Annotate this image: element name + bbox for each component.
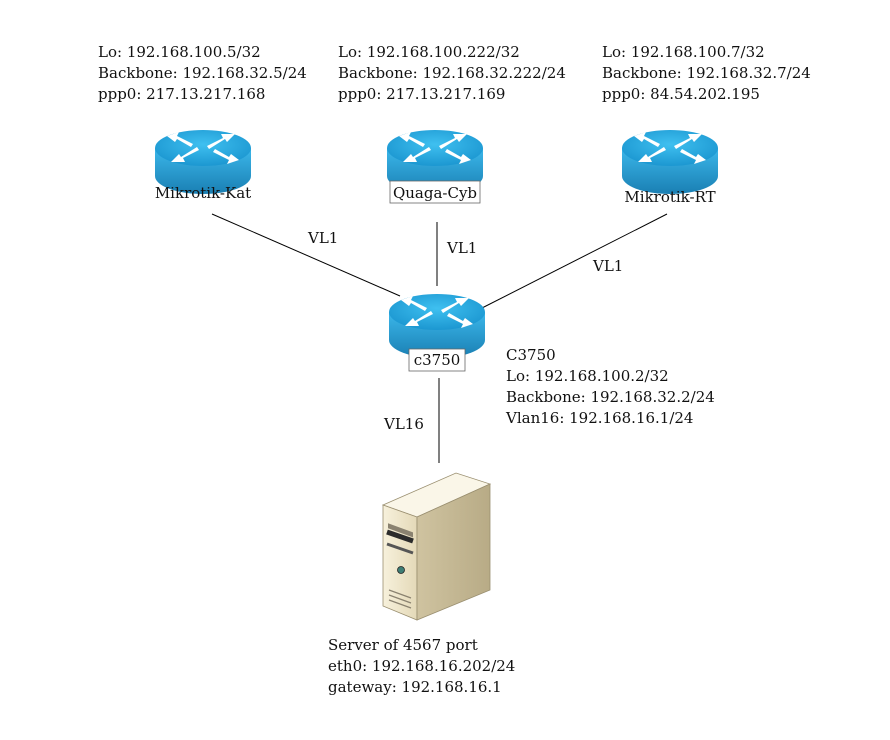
server-info: Server of 4567 port eth0: 192.168.16.202… (328, 635, 515, 698)
info-line: Lo: 192.168.100.2/32 (506, 367, 669, 385)
router-info-c3750: C3750 Lo: 192.168.100.2/32 Backbone: 192… (506, 345, 715, 429)
server-icon[interactable] (381, 472, 492, 621)
info-line: gateway: 192.168.16.1 (328, 678, 502, 696)
info-line: ppp0: 217.13.217.169 (338, 85, 506, 103)
link-label-kat: VL1 (308, 229, 339, 247)
router-mikrotik-kat[interactable]: Mikrotik-Kat (155, 130, 251, 202)
info-line: ppp0: 84.54.202.195 (602, 85, 760, 103)
info-line: Server of 4567 port (328, 636, 478, 654)
router-label: Mikrotik-Kat (155, 184, 251, 202)
info-line: Backbone: 192.168.32.2/24 (506, 388, 715, 406)
link-label-rt: VL1 (593, 257, 624, 275)
router-label: Mikrotik-RT (624, 188, 715, 206)
router-label: Quaga-Cyb (393, 184, 477, 202)
router-label: c3750 (414, 351, 461, 369)
info-line: Vlan16: 192.168.16.1/24 (506, 409, 694, 427)
info-line: Backbone: 192.168.32.222/24 (338, 64, 566, 82)
router-label-box (389, 180, 481, 204)
info-line: Backbone: 192.168.32.7/24 (602, 64, 811, 82)
router-mikrotik-rt[interactable]: Mikrotik-RT (622, 130, 718, 206)
router-label-box (408, 348, 466, 372)
link-rt-c3750 (481, 213, 668, 309)
info-line: Lo: 192.168.100.7/32 (602, 43, 765, 61)
info-line: ppp0: 217.13.217.168 (98, 85, 266, 103)
info-line: Lo: 192.168.100.5/32 (98, 43, 261, 61)
router-info-quaga-cyb: Lo: 192.168.100.222/32 Backbone: 192.168… (338, 42, 566, 105)
router-c3750[interactable]: c3750 (389, 294, 485, 372)
router-info-mikrotik-rt: Lo: 192.168.100.7/32 Backbone: 192.168.3… (602, 42, 811, 105)
link-label-server: VL16 (384, 415, 424, 433)
info-line: Backbone: 192.168.32.5/24 (98, 64, 307, 82)
link-kat-c3750 (211, 213, 401, 297)
link-label-cyb: VL1 (447, 239, 478, 257)
router-quaga-cyb[interactable]: Quaga-Cyb (387, 130, 483, 204)
info-line: C3750 (506, 346, 556, 364)
router-info-mikrotik-kat: Lo: 192.168.100.5/32 Backbone: 192.168.3… (98, 42, 307, 105)
info-line: Lo: 192.168.100.222/32 (338, 43, 520, 61)
info-line: eth0: 192.168.16.202/24 (328, 657, 516, 675)
